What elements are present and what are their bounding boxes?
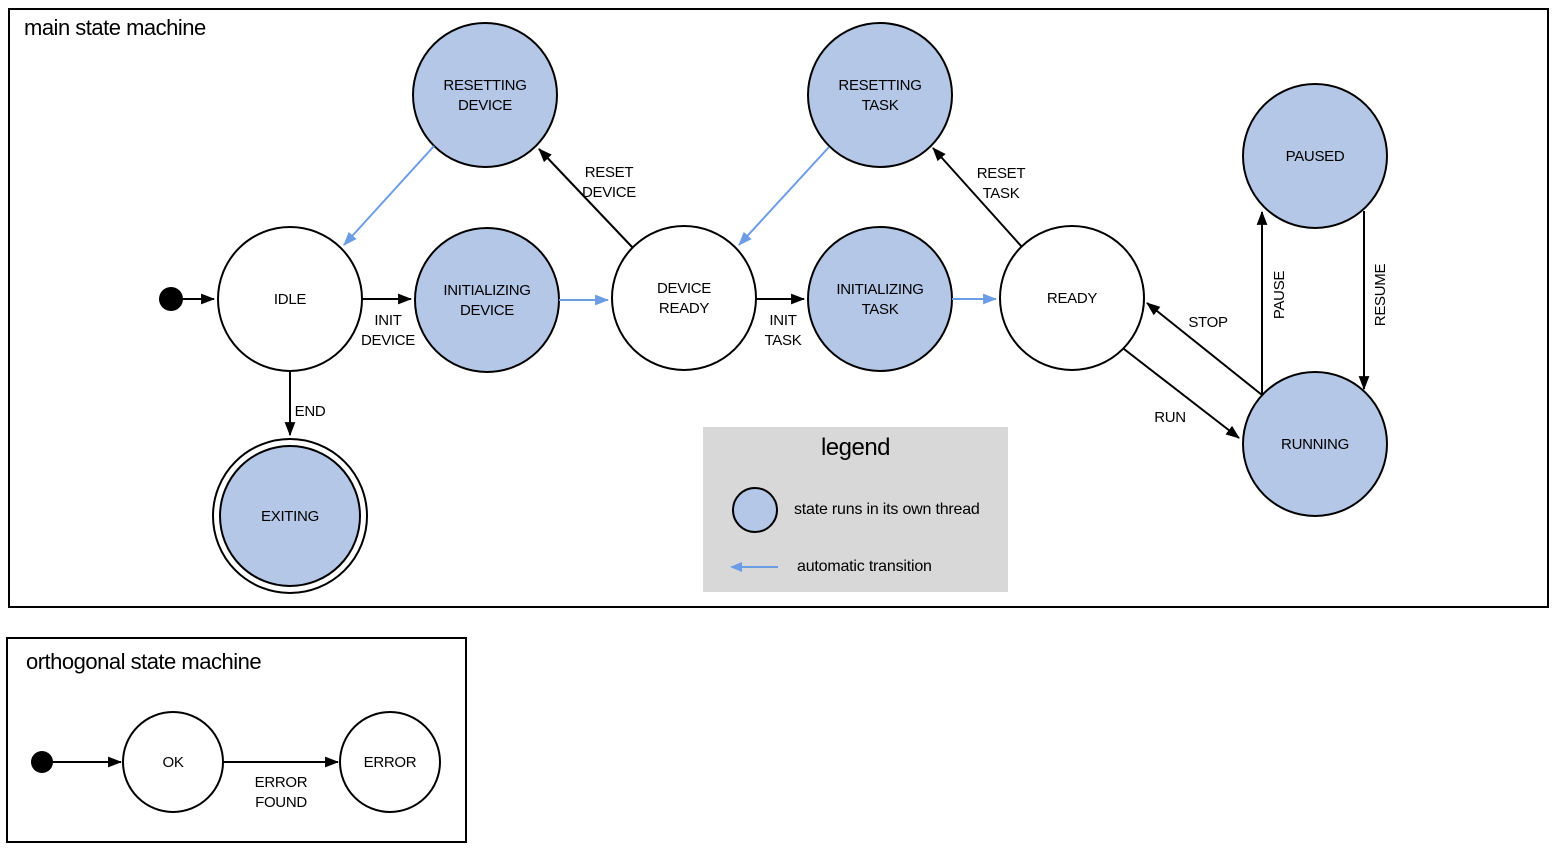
orthogonal-state-machine-title: orthogonal state machine xyxy=(26,649,262,674)
state-resetting-task xyxy=(807,22,953,168)
transition-resetting-device-to-idle xyxy=(343,145,435,246)
state-label-ok: OK xyxy=(162,754,183,771)
automatic-transition-arrow-icon xyxy=(730,562,778,572)
state-resetting-device xyxy=(412,22,558,168)
legend-box: legend state runs in its own thread auto… xyxy=(703,427,1008,592)
transition-running-to-ready-stop xyxy=(1146,302,1263,396)
state-exiting xyxy=(219,445,361,587)
state-paused xyxy=(1242,83,1388,229)
transition-label-idle-to-exiting-end: END xyxy=(295,403,326,420)
legend-item-label: automatic transition xyxy=(797,558,932,575)
transition-resetting-task-to-device-ready xyxy=(738,146,830,246)
state-label-ready: READY xyxy=(1047,290,1097,307)
state-label-exiting: EXITING xyxy=(261,508,319,525)
state-initializing-device xyxy=(414,227,560,373)
legend-title: legend xyxy=(820,434,891,461)
transition-label-paused-to-running-resume: RESUME xyxy=(1372,264,1389,327)
transition-ready-to-running-run xyxy=(1123,348,1240,439)
transition-device-ready-to-resetting-device xyxy=(538,148,634,249)
state-running xyxy=(1242,371,1388,517)
legend-item-automatic-transition: automatic transition xyxy=(730,558,932,576)
state-label-error: ERROR xyxy=(364,754,417,771)
main-state-machine-title: main state machine xyxy=(24,15,206,40)
state-label-running: RUNNING xyxy=(1281,436,1349,453)
transition-label-running-to-ready-stop: STOP xyxy=(1188,314,1228,331)
state-label-paused: PAUSED xyxy=(1286,148,1345,165)
transition-ready-to-resetting-task xyxy=(932,147,1023,248)
transition-label-ready-to-running-run: RUN xyxy=(1154,409,1186,426)
state-initializing-task xyxy=(807,226,953,372)
state-ready xyxy=(999,225,1145,371)
state-error xyxy=(339,711,441,813)
state-label-idle: IDLE xyxy=(274,291,306,308)
legend-item-label: state runs in its own thread xyxy=(794,501,980,518)
threaded-state-icon xyxy=(732,487,778,533)
legend-item-threaded-state: state runs in its own thread xyxy=(732,487,980,533)
main-state-machine-panel: main state machine xyxy=(8,8,1549,608)
orthogonal-state-machine-panel: orthogonal state machine xyxy=(6,637,467,843)
transition-label-running-to-paused-pause: PAUSE xyxy=(1271,271,1288,320)
state-device-ready xyxy=(611,225,757,371)
